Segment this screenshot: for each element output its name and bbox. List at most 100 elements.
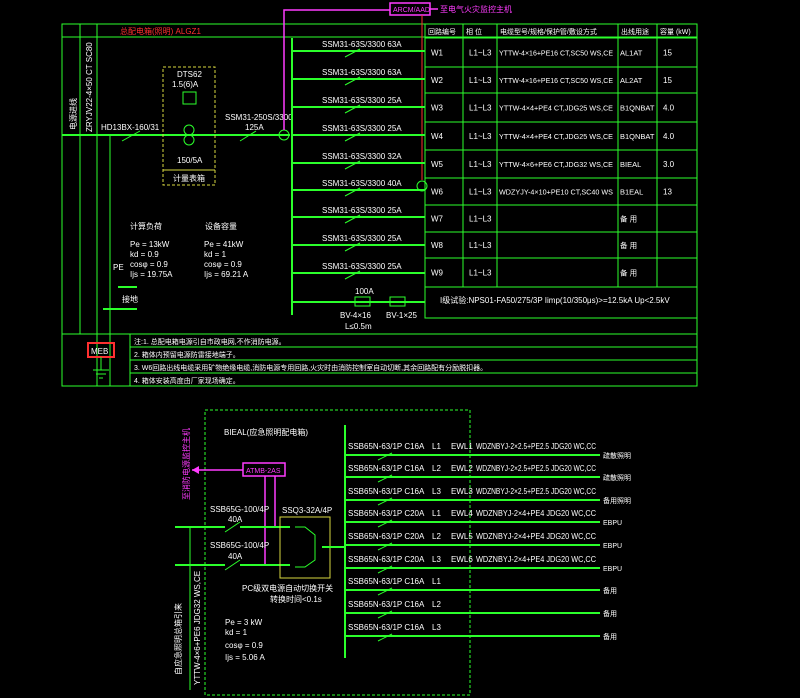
ats-note2: 转换时间<0.1s (270, 594, 322, 604)
spd-cable1: BV-4×16 (340, 311, 371, 320)
table-cell: W3 (431, 104, 444, 113)
circuit-cable: WDZNBYJ-2×2.5+PE2.5 JDG20 WC,CC (476, 487, 596, 496)
circuit-breaker: SSB65N-63/1P C20A (348, 532, 425, 541)
table-header: 回路编号 (428, 27, 456, 36)
table-cell: W7 (431, 215, 444, 224)
circuit-use: EBPU (603, 520, 622, 527)
table-cell: AL1AT (620, 49, 643, 58)
circuit-breaker: SSB65N-63/1P C16A (348, 487, 425, 496)
circuit-phase: L2 (432, 532, 441, 541)
branch-breaker-label: SSM31-63S/3300 63A (322, 68, 402, 77)
svg-text:ARCM/AAD: ARCM/AAD (393, 7, 430, 14)
table-cell: 13 (663, 188, 672, 197)
table-cell: L1~L3 (469, 76, 492, 85)
branch-breaker-label: SSM31-63S/3300 25A (322, 124, 402, 133)
table-cell: 15 (663, 76, 672, 85)
circuit-phase: L3 (432, 487, 441, 496)
main-switch-label: HD13BX-160/31 (101, 123, 160, 132)
bottom-incoming-cable: YTTW-4×6+PE6 JDG32 WS,CE (193, 571, 202, 685)
svg-text:Ijs = 5.06 A: Ijs = 5.06 A (225, 653, 265, 662)
svg-text:MEB: MEB (91, 347, 108, 356)
table-cell: L1~L3 (469, 49, 492, 58)
breaker-symbol (344, 214, 361, 224)
branch-breaker-label: SSM31-63S/3300 32A (322, 152, 402, 161)
breaker-symbol (377, 587, 393, 596)
breaker-symbol (344, 160, 361, 170)
table-cell: 备 用 (620, 268, 637, 278)
breaker-symbol (377, 633, 393, 642)
svg-text:计量表箱: 计量表箱 (173, 173, 205, 183)
bottom-monitor-target: 至消防电源监控主机 (181, 428, 191, 500)
circuit-breaker: SSB65N-63/1P C16A (348, 623, 425, 632)
spd-rating: 100A (355, 287, 374, 296)
incoming-cable: ZRYJV22-4×50 CT SC80 (85, 42, 94, 132)
spd-note: I级试验:NPS01-FA50/275/3P Iimp(10/350μs)>=1… (440, 295, 670, 305)
main-breaker-model: SSM31-250S/3300 (225, 113, 293, 122)
panel-title: 总配电箱(照明) ALGZ1 (120, 26, 201, 36)
svg-text:kd = 1: kd = 1 (225, 628, 248, 637)
circuit-id: EWL2 (451, 464, 473, 473)
monitor-target: 至电气火灾监控主机 (440, 4, 512, 14)
table-cell: YTTW-4×4+PE4 CT,JDG25 WS,CE (499, 104, 613, 113)
pe-label: PE (113, 263, 124, 272)
circuit-id: EWL1 (451, 442, 473, 451)
table-cell: L1~L3 (469, 104, 492, 113)
circuit-phase: L2 (432, 600, 441, 609)
table-cell: YTTW-4×4+PE4 CT,JDG25 WS,CE (499, 132, 613, 141)
table-cell: W8 (431, 241, 444, 250)
circuit-cable: WDZNBYJ-2×4+PE4 JDG20 WC,CC (476, 532, 596, 541)
circuit-phase: L1 (432, 577, 441, 586)
svg-text:kd = 0.9: kd = 0.9 (130, 250, 159, 259)
spd-length: L≤0.5m (345, 322, 372, 331)
breaker-symbol (344, 270, 361, 280)
ats-model: SSQ3-32A/4P (282, 506, 332, 515)
svg-text:cosφ = 0.9: cosφ = 0.9 (204, 260, 242, 269)
circuit-use: 备用照明 (603, 496, 631, 505)
table-cell: B1QNBAT (620, 104, 655, 113)
table-header: 出线用途 (621, 27, 649, 36)
table-cell: 15 (663, 49, 672, 58)
table-cell: L1~L3 (469, 160, 492, 169)
branch-breaker-label: SSM31-63S/3300 25A (322, 262, 402, 271)
breaker-symbol (377, 542, 393, 551)
table-cell: W1 (431, 49, 444, 58)
circuit-breaker: SSB65N-63/1P C20A (348, 509, 425, 518)
circuit-phase: L3 (432, 555, 441, 564)
main-breaker-rating: 125A (245, 123, 264, 132)
meter-box: DTS62 1.5(6)A 150/5A 计量表箱 (162, 66, 216, 186)
table-cell: B1EAL (620, 188, 643, 197)
table-cell: L1~L3 (469, 188, 492, 197)
table-cell: W4 (431, 132, 444, 141)
svg-text:计算负荷: 计算负荷 (130, 221, 162, 231)
table-cell: B1QNBAT (620, 132, 655, 141)
circuit-use: EBPU (603, 566, 622, 573)
svg-text:cosφ = 0.9: cosφ = 0.9 (130, 260, 168, 269)
breaker-symbol (377, 474, 393, 483)
breaker-symbol (377, 610, 393, 619)
bottom-load-calc: Pe = 3 kW kd = 1 cosφ = 0.9 Ijs = 5.06 A (225, 618, 265, 662)
load-calc-1: 计算负荷 Pe = 13kW kd = 0.9 cosφ = 0.9 Ijs =… (130, 221, 173, 279)
circuit-use: 备用 (603, 632, 617, 641)
in-breaker-2-model: SSB65G-100/4P (210, 541, 269, 550)
breaker-symbol (344, 48, 361, 58)
circuit-use: 备用 (603, 609, 617, 618)
table-cell: 3.0 (663, 160, 675, 169)
circuit-phase: L3 (432, 623, 441, 632)
breaker-symbol (377, 497, 393, 506)
note-line: 3. W6回路出线电缆采用矿物绝缘电缆,消防电源专用回路,火灾时由消防控制室自动… (134, 363, 487, 372)
svg-text:Ijs = 69.21 A: Ijs = 69.21 A (204, 270, 249, 279)
circuit-phase: L1 (432, 442, 441, 451)
circuit-use: EBPU (603, 543, 622, 550)
bottom-panel-frame (204, 409, 471, 696)
table-cell: YTTW-4×6+PE6 CT,JDG32 WS,CE (499, 160, 613, 169)
svg-text:Pe = 13kW: Pe = 13kW (130, 240, 170, 249)
note-line: 2. 箱体内预留电源防雷接地端子。 (134, 350, 240, 359)
branch-breaker-label: SSM31-63S/3300 25A (322, 206, 402, 215)
svg-text:cosφ = 0.9: cosφ = 0.9 (225, 641, 263, 650)
notes: 注:1. 总配电箱电源引自市政电网,不作消防电源。2. 箱体内预留电源防雷接地端… (134, 337, 487, 385)
circuit-phase: L2 (432, 464, 441, 473)
circuit-breaker: SSB65N-63/1P C20A (348, 555, 425, 564)
table-cell: 备 用 (620, 240, 637, 250)
circuit-id: EWL3 (451, 487, 473, 496)
